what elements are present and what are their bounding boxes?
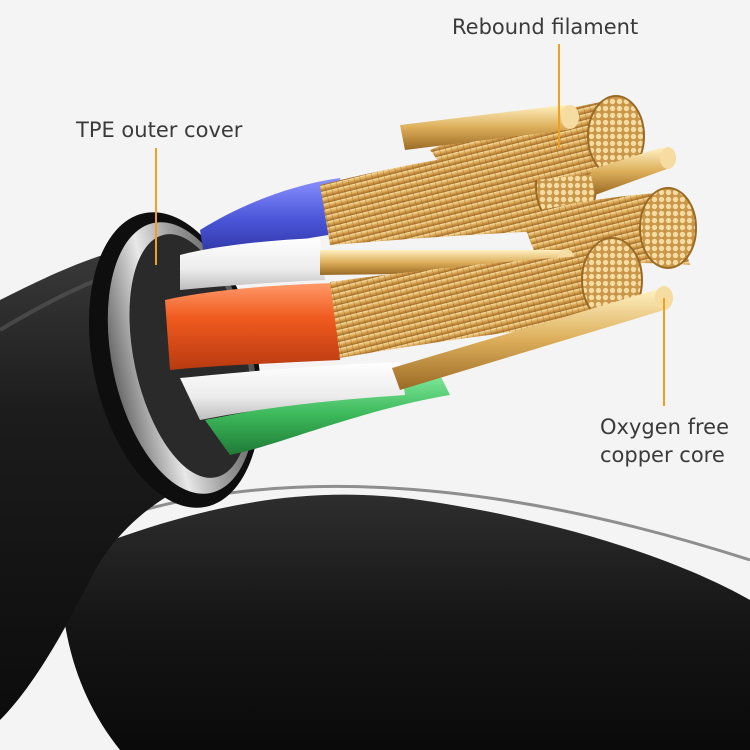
leader-lines xyxy=(155,44,665,406)
label-oxygen-free-copper-core: Oxygen free copper core xyxy=(600,413,729,469)
white-wire-upper xyxy=(180,238,325,290)
orange-wire xyxy=(165,283,340,370)
cable-body-lower xyxy=(60,484,750,750)
copper-bundle-top-right xyxy=(430,95,645,190)
blue-wire xyxy=(200,178,350,262)
copper-bundle-right xyxy=(520,187,697,269)
label-oxygen-line1: Oxygen free xyxy=(600,415,730,439)
label-oxygen-line2: copper core xyxy=(600,443,725,467)
white-wire-lower xyxy=(180,362,405,420)
label-rebound-filament: Rebound filament xyxy=(452,15,639,39)
label-tpe-outer-cover: TPE outer cover xyxy=(76,118,243,142)
